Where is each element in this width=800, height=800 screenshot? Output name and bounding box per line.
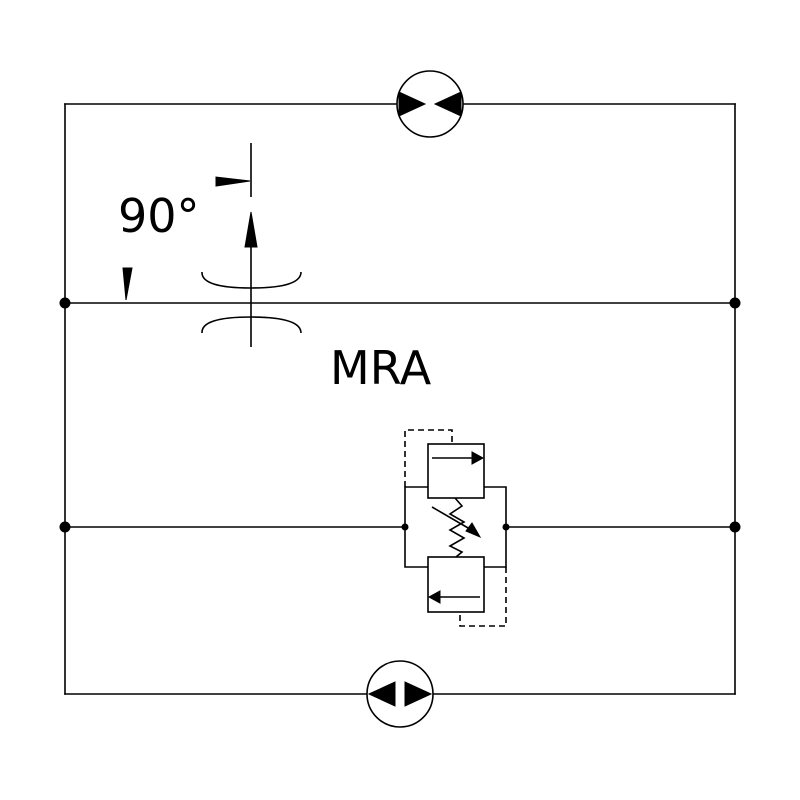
rotation-axis-arrowhead (244, 211, 258, 248)
valve-spring (448, 497, 466, 558)
bottom-symbol-right-triangle (404, 681, 433, 707)
angle-label: 90° (118, 189, 200, 243)
top-symbol-left-triangle (398, 91, 427, 117)
angle-reference-arrowhead (215, 176, 251, 187)
top-symbol-right-triangle (433, 91, 462, 117)
top-symbol-circle (396, 70, 464, 138)
valve-upper-box (427, 443, 485, 499)
valve-lower-pilot-line (459, 567, 507, 627)
valve-left-rail (404, 486, 428, 568)
junction-dot (729, 297, 741, 309)
rotation-arc-lower (201, 316, 302, 334)
bottom-symbol-left-triangle (367, 681, 396, 707)
bidirectional-pump-motor-icon (396, 70, 464, 138)
valve-upper-pilot-line (404, 429, 453, 487)
rotation-axis-icon (122, 143, 302, 347)
bottom-symbol-circle (366, 660, 434, 728)
valve-upper-arrowhead (471, 451, 485, 465)
valve-lower-arrowhead (427, 590, 441, 604)
bidirectional-pump-motor-icon (366, 660, 434, 728)
valve-lower-box (427, 556, 485, 613)
dual-relief-valve-icon (404, 429, 507, 627)
rotation-arc-upper (201, 271, 302, 289)
angle-pointer-arrowhead (122, 267, 133, 301)
junction-dot (729, 521, 741, 533)
junction-dot (59, 297, 71, 309)
component-label: MRA (330, 341, 432, 395)
junction-dot (59, 521, 71, 533)
valve-right-rail (484, 486, 507, 568)
circuit-wires (64, 103, 736, 695)
valve-adjust-arrowhead (465, 522, 482, 539)
junction-dots (59, 297, 741, 533)
